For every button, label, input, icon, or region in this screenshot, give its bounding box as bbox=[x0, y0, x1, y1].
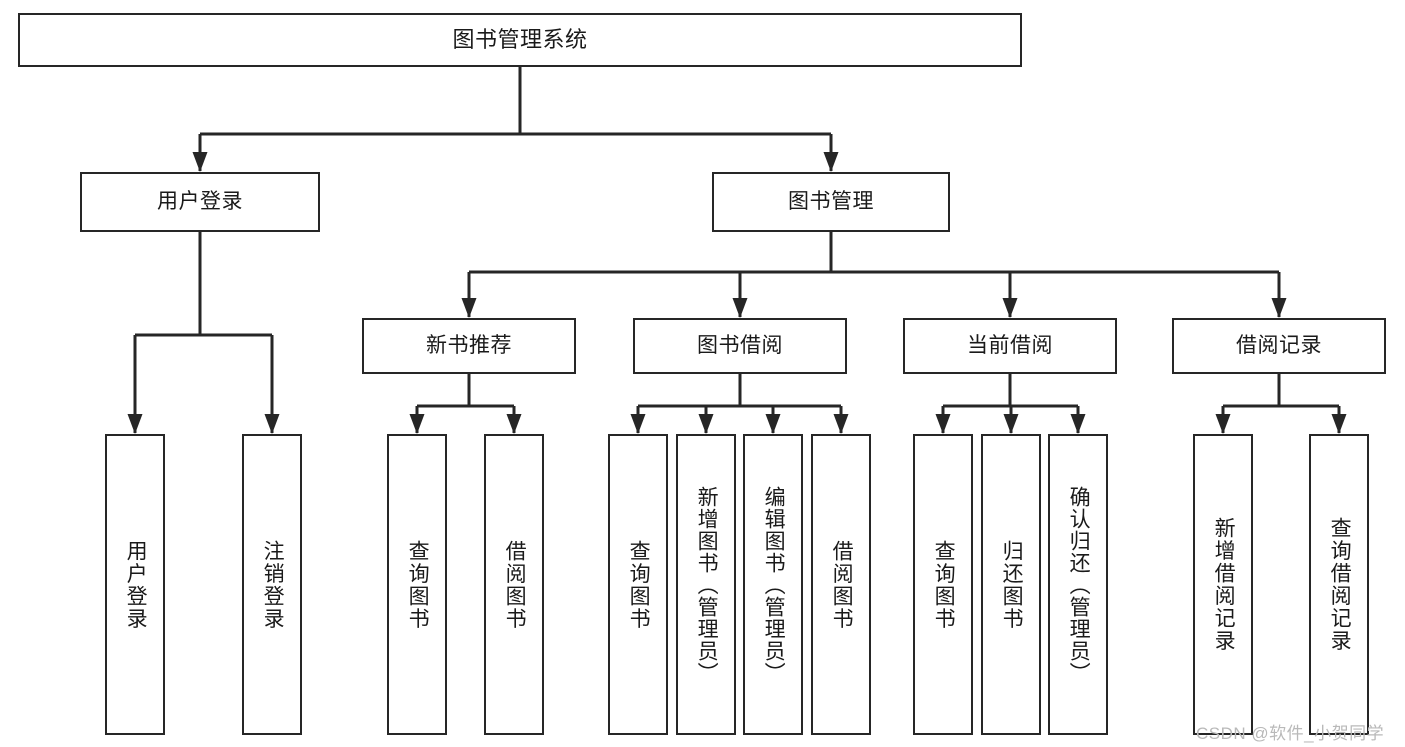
node-label: 新增借阅记录 bbox=[1212, 517, 1236, 652]
node-leaf-query-book-1[interactable]: 查询图书 bbox=[387, 434, 447, 735]
node-label: 查询图书 bbox=[932, 539, 956, 630]
arrowhead-icon bbox=[1215, 414, 1231, 434]
node-leaf-borrow-book-2[interactable]: 借阅图书 bbox=[811, 434, 871, 735]
node-label: 查询图书 bbox=[406, 539, 430, 630]
arrowhead-icon bbox=[461, 298, 477, 318]
node-label: 查询借阅记录 bbox=[1328, 517, 1352, 652]
arrowhead-icon bbox=[1003, 414, 1019, 434]
arrowhead-icon bbox=[127, 414, 143, 434]
arrowhead-icon bbox=[935, 414, 951, 434]
node-label: 当前借阅 bbox=[967, 334, 1053, 358]
arrowhead-icon bbox=[823, 152, 839, 172]
node-leaf-logout[interactable]: 注销登录 bbox=[242, 434, 302, 735]
node-label: 用户登录 bbox=[157, 190, 243, 214]
node-current-borrow[interactable]: 当前借阅 bbox=[903, 318, 1117, 374]
node-leaf-borrow-book-1[interactable]: 借阅图书 bbox=[484, 434, 544, 735]
arrowhead-icon bbox=[833, 414, 849, 434]
node-label: 注销登录 bbox=[261, 539, 285, 630]
node-book-borrow[interactable]: 图书借阅 bbox=[633, 318, 847, 374]
node-label: 借阅图书 bbox=[503, 539, 527, 630]
arrowhead-icon bbox=[698, 414, 714, 434]
node-label: 确认归还（管理员） bbox=[1067, 485, 1091, 684]
arrowhead-icon bbox=[506, 414, 522, 434]
node-leaf-user-login[interactable]: 用户登录 bbox=[105, 434, 165, 735]
arrowhead-icon bbox=[1331, 414, 1347, 434]
node-label: 借阅记录 bbox=[1236, 334, 1322, 358]
node-new-book-recommend[interactable]: 新书推荐 bbox=[362, 318, 576, 374]
node-label: 归还图书 bbox=[1000, 539, 1024, 630]
node-root[interactable]: 图书管理系统 bbox=[18, 13, 1022, 67]
node-label: 新增图书（管理员） bbox=[695, 485, 719, 684]
node-leaf-add-record[interactable]: 新增借阅记录 bbox=[1193, 434, 1253, 735]
node-label: 借阅图书 bbox=[830, 539, 854, 630]
arrowhead-icon bbox=[1002, 298, 1018, 318]
node-leaf-query-record[interactable]: 查询借阅记录 bbox=[1309, 434, 1369, 735]
node-user-login[interactable]: 用户登录 bbox=[80, 172, 320, 232]
node-leaf-query-book-3[interactable]: 查询图书 bbox=[913, 434, 973, 735]
node-label: 查询图书 bbox=[627, 539, 651, 630]
node-label: 编辑图书（管理员） bbox=[762, 485, 786, 684]
node-borrow-record[interactable]: 借阅记录 bbox=[1172, 318, 1386, 374]
arrowhead-icon bbox=[630, 414, 646, 434]
node-leaf-query-book-2[interactable]: 查询图书 bbox=[608, 434, 668, 735]
arrowhead-icon bbox=[192, 152, 208, 172]
node-label: 图书借阅 bbox=[697, 334, 783, 358]
node-label: 图书管理系统 bbox=[452, 26, 588, 52]
arrowhead-icon bbox=[732, 298, 748, 318]
arrowhead-icon bbox=[1070, 414, 1086, 434]
arrowhead-icon bbox=[409, 414, 425, 434]
node-leaf-return-book[interactable]: 归还图书 bbox=[981, 434, 1041, 735]
arrowhead-icon bbox=[1271, 298, 1287, 318]
arrowhead-icon bbox=[264, 414, 280, 434]
watermark-label: CSDN @软件_小贺同学 bbox=[1196, 724, 1385, 743]
node-label: 新书推荐 bbox=[426, 334, 512, 358]
node-leaf-edit-book[interactable]: 编辑图书（管理员） bbox=[743, 434, 803, 735]
node-label: 用户登录 bbox=[124, 539, 148, 630]
node-leaf-confirm-return[interactable]: 确认归还（管理员） bbox=[1048, 434, 1108, 735]
node-leaf-add-book[interactable]: 新增图书（管理员） bbox=[676, 434, 736, 735]
node-book-manage[interactable]: 图书管理 bbox=[712, 172, 950, 232]
node-label: 图书管理 bbox=[788, 190, 874, 214]
arrowhead-icon bbox=[765, 414, 781, 434]
